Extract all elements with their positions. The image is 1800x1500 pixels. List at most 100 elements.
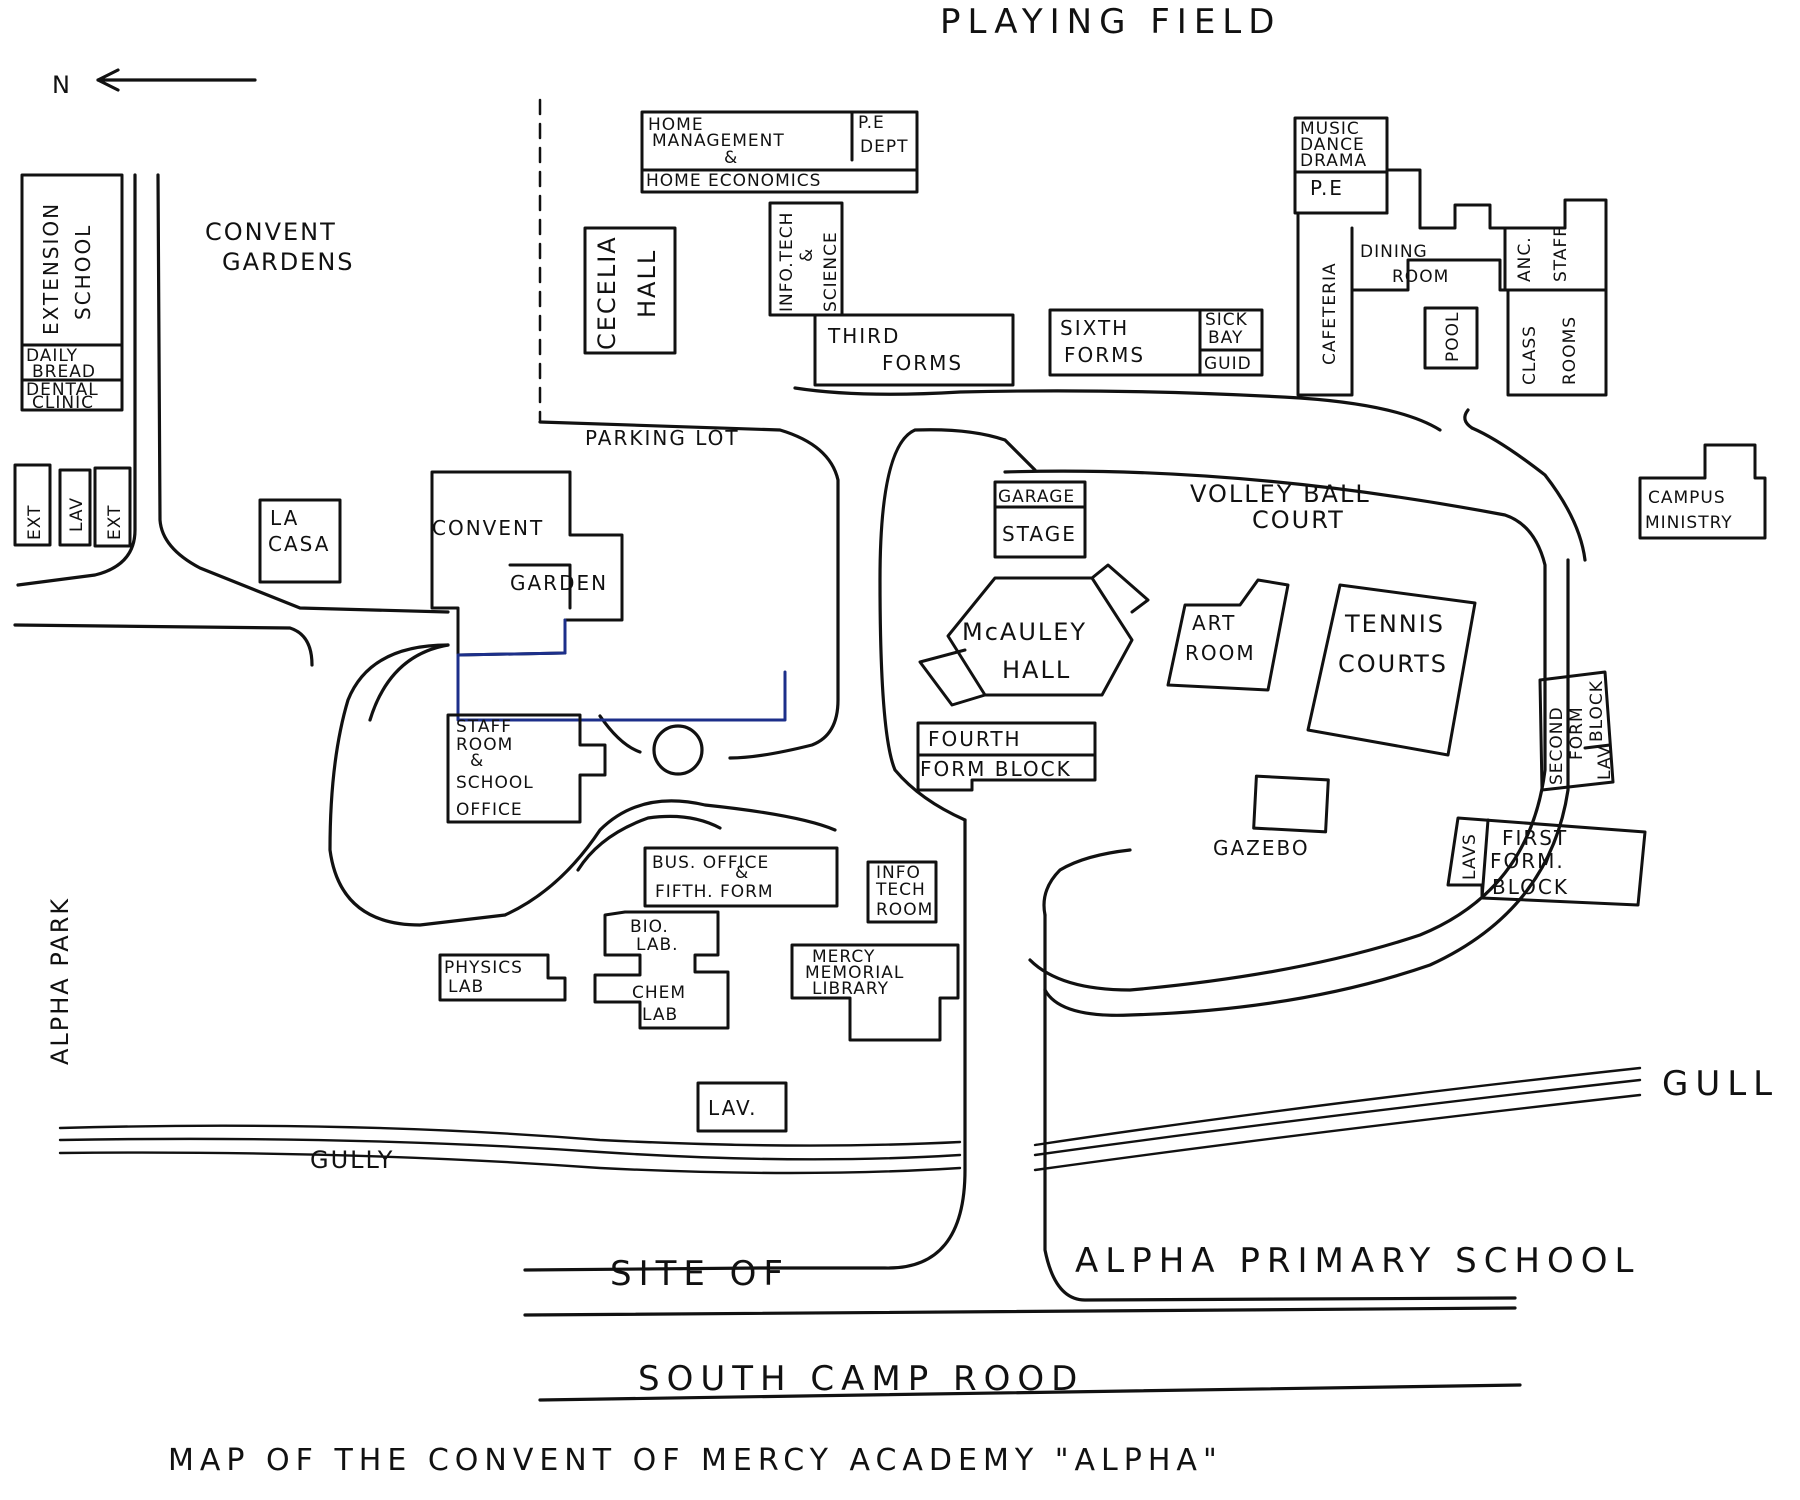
library-label: LIBRARY: [812, 979, 889, 999]
tennis-label: TENNIS: [1344, 610, 1445, 638]
ministry-label: MINISTRY: [1645, 513, 1733, 533]
second-label: SECOND: [1547, 706, 1567, 785]
site-of-label: SITE OF: [610, 1254, 790, 1294]
garden-label: GARDEN: [510, 571, 608, 595]
mcauley-label: McAULEY: [962, 618, 1087, 646]
info-tech-science: INFO.TECH & SCIENCE: [768, 201, 844, 317]
home-label: HOME: [648, 115, 704, 135]
pe-dept-label-2: DEPT: [860, 137, 908, 157]
ext-buildings: EXT LAV EXT: [13, 463, 132, 548]
bio-label: BIO.: [630, 917, 669, 937]
staff-label-right: STAFF: [1551, 226, 1571, 282]
science-label: SCIENCE: [821, 231, 841, 312]
ext-label-right: EXT: [105, 505, 125, 540]
school-label: SCHOOL: [71, 224, 95, 320]
la-casa: LA CASA: [258, 498, 342, 584]
north-arrow-label: N: [52, 71, 72, 99]
convent-gardens-label: CONVENT: [205, 218, 337, 246]
sick-label: SICK: [1205, 310, 1248, 330]
first-form-block: LAVS FIRST FORM. BLOCK: [1446, 816, 1647, 907]
home-management: HOME MANAGEMENT & HOME ECONOMICS P.E DEP…: [640, 110, 919, 194]
form-block-label-fourth: FORM BLOCK: [920, 757, 1072, 781]
mcauley-hall: GARAGE STAGE McAULEY HALL: [918, 480, 1150, 707]
forms-label-sixth: FORMS: [1064, 343, 1145, 367]
class-label: CLASS: [1520, 325, 1540, 385]
physics-lab: PHYSICS LAB: [438, 953, 567, 1002]
info-tech-label: INFO.TECH: [777, 212, 797, 312]
lav-label-ext: LAV: [67, 497, 87, 532]
convent-gardens-label-2: GARDENS: [222, 248, 355, 276]
info-label: INFO: [876, 863, 921, 883]
campus-ministry: CAMPUS MINISTRY: [1638, 443, 1767, 540]
fourth-label: FOURTH: [928, 727, 1022, 751]
physics-label: PHYSICS: [444, 958, 523, 978]
art-room: ART ROOM: [1166, 578, 1290, 692]
block-label-second: BLOCK: [1587, 680, 1607, 742]
and-label-bus: &: [735, 863, 749, 883]
cecelia-label: CECELIA: [593, 235, 621, 350]
bio-chem-lab: BIO. LAB. CHEM LAB: [593, 910, 730, 1030]
alpha-primary-school-label: ALPHA PRIMARY SCHOOL: [1075, 1241, 1640, 1281]
stage-label: STAGE: [1002, 522, 1077, 546]
dance-label: DANCE: [1300, 135, 1365, 155]
anc-label: ANC.: [1515, 236, 1535, 282]
fifth-form-label: FIFTH. FORM: [655, 882, 774, 902]
home-economics-label: HOME ECONOMICS: [646, 171, 821, 191]
volley-ball-court-label-2: COURT: [1252, 506, 1345, 534]
lab-label-chem: LAB: [642, 1005, 678, 1025]
lab-label-physics: LAB: [448, 977, 484, 997]
bay-label: BAY: [1208, 328, 1243, 348]
drama-label: DRAMA: [1300, 151, 1367, 171]
rooms-label: ROOMS: [1560, 316, 1580, 385]
la-label: LA: [270, 506, 299, 530]
dining-complex: CAFETERIA DINING ROOM ANC. STAFF POOL CL…: [1296, 168, 1608, 397]
fourth-form-block: FOURTH FORM BLOCK: [916, 721, 1097, 792]
dental-label: DENTAL: [26, 380, 99, 400]
gully: [58, 1066, 1642, 1175]
parking-lot-label: PARKING LOT: [585, 426, 740, 450]
gazebo: [1252, 774, 1330, 834]
casa-label: CASA: [268, 532, 330, 556]
sixth-label: SIXTH: [1060, 316, 1129, 340]
gully-label-right: GULL: [1662, 1064, 1779, 1104]
playing-field-label: PLAYING FIELD: [940, 2, 1281, 42]
first-label: FIRST: [1502, 826, 1568, 850]
office-label: OFFICE: [456, 800, 523, 820]
form-label-first: FORM.: [1490, 849, 1565, 873]
lav-bottom: LAV.: [696, 1081, 788, 1133]
garage-label: GARAGE: [998, 487, 1075, 507]
cecelia-hall: CECELIA HALL: [583, 226, 677, 355]
bread-label: BREAD: [32, 362, 96, 382]
mercy-memorial-library: MERCY MEMORIAL LIBRARY: [790, 943, 960, 1042]
daily-label: DAILY: [26, 346, 78, 366]
staff-label: STAFF: [456, 717, 512, 737]
convent-outline-blue: [456, 618, 787, 722]
cafeteria-label: CAFETERIA: [1320, 262, 1340, 365]
convent: CONVENT GARDEN: [430, 470, 624, 657]
room-label: ROOM: [456, 735, 513, 755]
forms-label-third: FORMS: [882, 351, 963, 375]
and-label-it: &: [797, 248, 817, 262]
tennis-courts: TENNIS COURTS: [1306, 583, 1477, 757]
management-label: MANAGEMENT: [652, 131, 785, 151]
info-tech-room: INFO TECH ROOM: [866, 860, 938, 924]
room-label-dining: ROOM: [1392, 267, 1449, 287]
mercy-label: MERCY: [812, 947, 875, 967]
music-label: MUSIC: [1300, 119, 1360, 139]
volley-ball-court-label: VOLLEY BALL: [1190, 480, 1371, 508]
bus-office-label: BUS. OFFICE: [652, 853, 769, 873]
room-label-it: ROOM: [876, 900, 933, 920]
hall-label-cecelia: HALL: [633, 249, 661, 318]
hall-label-mcauley: HALL: [1002, 656, 1071, 684]
courts-label: COURTS: [1338, 650, 1448, 678]
form-label-second: FORM: [1567, 706, 1587, 760]
school-office-label: SCHOOL: [456, 773, 534, 793]
lav-label-bottom: LAV.: [708, 1096, 757, 1120]
room-label-art: ROOM: [1185, 641, 1256, 665]
pe-dept-label: P.E: [858, 113, 885, 133]
lav-label-second: LAV: [1595, 745, 1615, 780]
roads: [13, 173, 1587, 1402]
and-label-home: &: [724, 148, 738, 168]
third-forms: THIRD FORMS: [813, 313, 1015, 387]
